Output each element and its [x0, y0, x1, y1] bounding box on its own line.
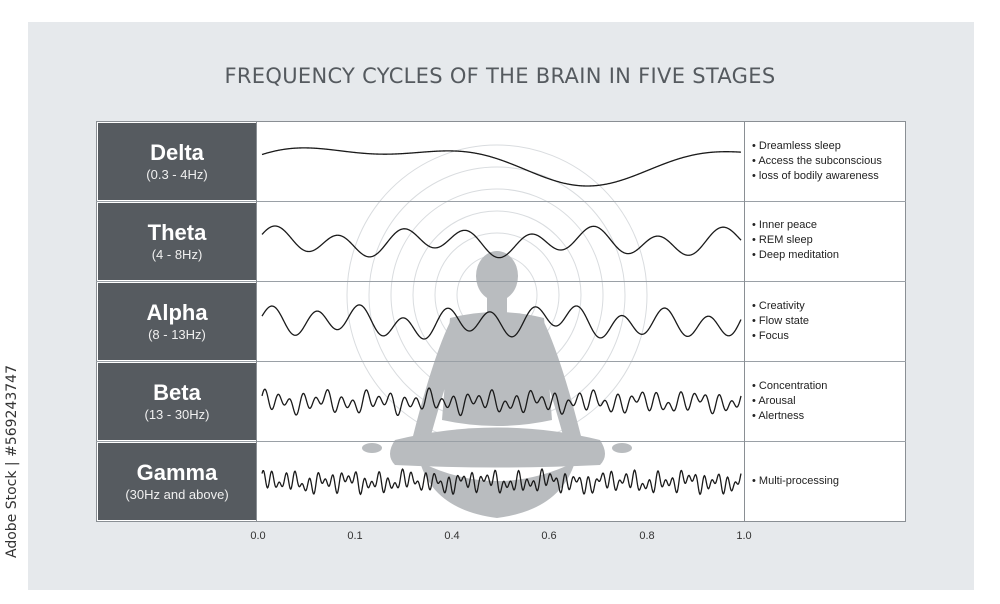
- row-divider: [96, 361, 906, 362]
- stage-name: Theta: [147, 219, 207, 245]
- effect-item: Dreamless sleep: [752, 139, 902, 154]
- effect-item: Focus: [752, 329, 902, 344]
- stage-label-alpha: Alpha (8 - 13Hz): [98, 283, 256, 360]
- row-divider: [96, 441, 906, 442]
- effect-item: Alertness: [752, 409, 902, 424]
- effects-list-beta: Concentration Arousal Alertness: [752, 379, 902, 424]
- column-divider: [256, 121, 257, 522]
- effect-item: Access the subconscious: [752, 154, 902, 169]
- effect-item: Flow state: [752, 314, 902, 329]
- effect-item: REM sleep: [752, 233, 902, 248]
- x-tick-label: 0.6: [541, 530, 557, 542]
- effects-list-delta: Dreamless sleep Access the subconscious …: [752, 139, 902, 184]
- effects-list-theta: Inner peace REM sleep Deep meditation: [752, 218, 902, 263]
- stage-range: (13 - 30Hz): [144, 406, 210, 422]
- effect-item: Multi-processing: [752, 474, 902, 489]
- x-tick-label: 1.0: [736, 530, 752, 542]
- column-divider: [744, 121, 745, 522]
- wave-gamma: [261, 467, 742, 496]
- wave-alpha: [261, 304, 742, 340]
- row-divider: [96, 201, 906, 202]
- stock-image-id: Adobe Stock | #569243747: [4, 365, 20, 558]
- stage-label-delta: Delta (0.3 - 4Hz): [98, 123, 256, 200]
- effect-item: Concentration: [752, 379, 902, 394]
- stage-label-gamma: Gamma (30Hz and above): [98, 443, 256, 520]
- stage-label-theta: Theta (4 - 8Hz): [98, 203, 256, 280]
- stage-range: (30Hz and above): [125, 486, 229, 502]
- x-tick-label: 0.8: [639, 530, 655, 542]
- effect-item: Inner peace: [752, 218, 902, 233]
- stage-range: (4 - 8Hz): [151, 246, 203, 262]
- x-tick-label: 0.4: [444, 530, 460, 542]
- stage-label-beta: Beta (13 - 30Hz): [98, 363, 256, 440]
- row-divider: [96, 281, 906, 282]
- effect-item: Arousal: [752, 394, 902, 409]
- x-tick-label: 0.1: [347, 530, 363, 542]
- x-tick-label: 0.0: [250, 530, 266, 542]
- wave-delta: [261, 147, 742, 187]
- stage-name: Gamma: [136, 459, 218, 485]
- wave-beta: [261, 387, 742, 417]
- diagram-title: FREQUENCY CYCLES OF THE BRAIN IN FIVE ST…: [224, 64, 776, 88]
- wave-theta: [261, 225, 742, 259]
- stage-name: Alpha: [146, 299, 208, 325]
- effects-list-alpha: Creativity Flow state Focus: [752, 299, 902, 344]
- effect-item: loss of bodily awareness: [752, 169, 902, 184]
- stage-range: (8 - 13Hz): [148, 326, 206, 342]
- stage-name: Beta: [153, 379, 201, 405]
- effects-list-gamma: Multi-processing: [752, 474, 902, 489]
- stage-name: Delta: [150, 139, 204, 165]
- effect-item: Deep meditation: [752, 248, 902, 263]
- stage-range: (0.3 - 4Hz): [146, 166, 208, 182]
- effect-item: Creativity: [752, 299, 902, 314]
